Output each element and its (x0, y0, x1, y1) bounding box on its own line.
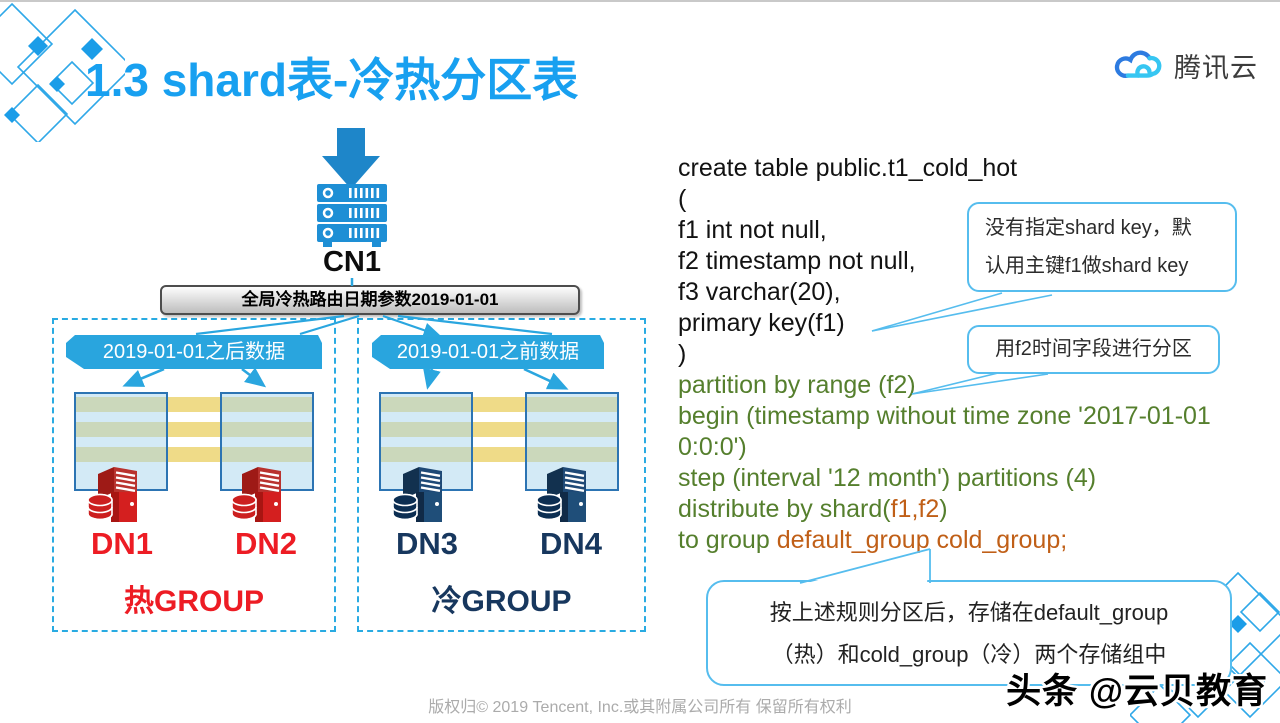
code-line: create table public.t1_cold_hot (678, 154, 1018, 182)
cn-node-label: CN1 (322, 246, 381, 278)
code-line: to group default_group cold_group; (678, 525, 1268, 556)
code-line: f1 int not null, (678, 216, 827, 244)
callout-partition: 用f2时间字段进行分区 (967, 325, 1220, 374)
callout-text: 没有指定shard key，默 (985, 217, 1192, 239)
database-server-icon (231, 467, 281, 522)
code-line: f3 varchar(20), (678, 278, 841, 306)
database-server-icon (392, 467, 442, 522)
page-title: 1.3 shard表-冷热分区表 (85, 54, 579, 106)
cold-group-label: 冷GROUP (431, 585, 572, 618)
code-line: f2 timestamp not null, (678, 247, 916, 275)
dn-node-label: DN1 (90, 526, 153, 561)
hot-partition-tables (74, 392, 314, 491)
code-line: primary key(f1) (678, 309, 845, 337)
callout-text: 按上述规则分区后，存储在default_group (769, 600, 1169, 625)
code-line: ( (678, 185, 687, 213)
callout-storage: 按上述规则分区后，存储在default_group （热）和cold_group… (706, 580, 1232, 686)
cloud-icon (1114, 50, 1162, 78)
hot-banner: 2019-01-01之后数据 (66, 335, 322, 369)
watermark-text: 头条 @云贝教育 (1006, 672, 1268, 711)
diamond-decoration-top-left (0, 2, 125, 142)
cn-server-icon (317, 184, 387, 247)
code-line: begin (timestamp without time zone '2017… (678, 402, 1211, 430)
sql-code-block: create table public.t1_cold_hot ( f1 int… (678, 153, 1268, 556)
tencent-cloud-logo: 腾讯云 (1114, 46, 1258, 85)
code-line: 0:0:0') (678, 433, 747, 461)
code-segment: f1,f2 (890, 495, 940, 523)
code-segment: ) (939, 495, 948, 523)
database-server-icon (87, 467, 137, 522)
hot-group-box: 2019-01-01之后数据 (52, 318, 336, 632)
callout-text: （热）和cold_group（冷）两个存储组中 (771, 642, 1167, 667)
code-line: distribute by shard(f1,f2) (678, 494, 1268, 525)
global-router-bar: 全局冷热路由日期参数2019-01-01 (160, 285, 580, 315)
copyright-footer: 版权归© 2019 Tencent, Inc.或其附属公司所有 保留所有权利 (428, 699, 852, 716)
logo-text: 腾讯云 (1174, 53, 1258, 83)
code-line: ) (678, 340, 687, 368)
dn-node-label: DN4 (539, 526, 602, 561)
code-line: step (interval '12 month') partitions (4… (678, 464, 1097, 492)
dn-node-label: DN3 (395, 526, 458, 561)
cold-group-box: 2019-01-01之前数据 (357, 318, 646, 632)
code-line: partition by range (f2) (678, 371, 916, 399)
code-segment: to group (678, 526, 777, 554)
cold-banner: 2019-01-01之前数据 (372, 335, 604, 369)
callout-shard-key: 没有指定shard key，默 认用主键f1做shard key (967, 202, 1237, 292)
code-segment: default_group cold_group; (776, 526, 1068, 554)
database-server-icon (536, 467, 586, 522)
code-segment: distribute by shard( (678, 495, 891, 523)
down-arrow-icon (322, 128, 380, 189)
callout-text: 认用主键f1做shard key (985, 255, 1189, 277)
hot-group-label: 热GROUP (123, 585, 264, 618)
dn-node-label: DN2 (234, 526, 297, 561)
